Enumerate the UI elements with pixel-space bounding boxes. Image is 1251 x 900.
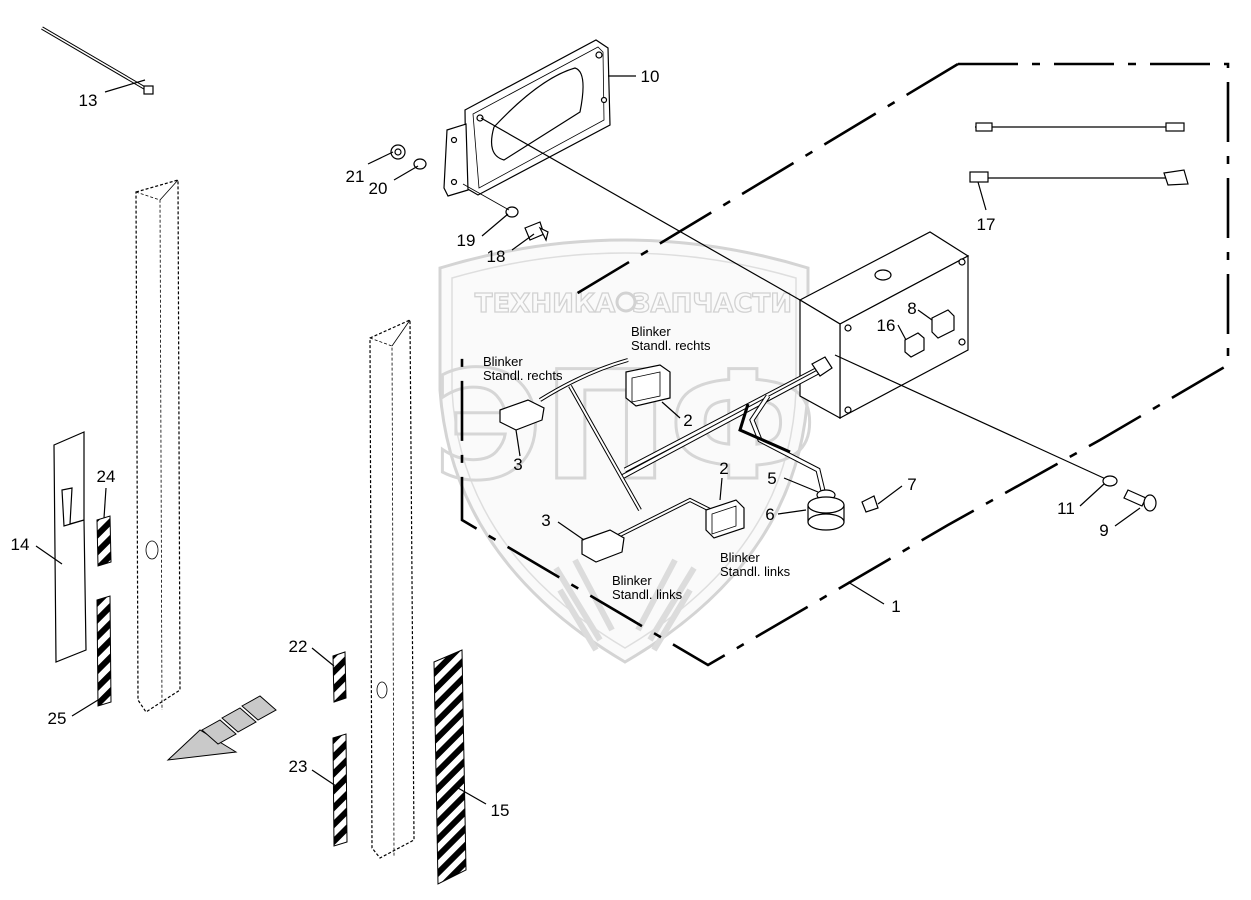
washer-11-screw-9 (1102, 475, 1157, 512)
decal-25 (96, 595, 112, 707)
callout-5: 5 (767, 469, 776, 488)
callout-8: 8 (907, 299, 916, 318)
caption-top-right-line1: Blinker (631, 324, 671, 339)
callout-11: 11 (1057, 499, 1075, 518)
callout-17: 17 (977, 215, 996, 234)
watermark-left-word: ТЕХНИКА (475, 289, 615, 319)
callout-22: 22 (289, 637, 308, 656)
profile-rail-middle (369, 319, 415, 859)
caption-top-right-line2: Standl. rechts (631, 338, 711, 353)
bracket-10 (443, 39, 611, 197)
callout-6: 6 (765, 505, 774, 524)
callout-9: 9 (1099, 521, 1108, 540)
callout-3-upper: 3 (513, 455, 522, 474)
relay-16 (904, 332, 925, 358)
caption-bottom-right-line1: Blinker (720, 550, 760, 565)
caption-left-right-line1: Blinker (483, 354, 523, 369)
cables-17 (969, 122, 1189, 186)
caption-bottom-left-line1: Blinker (612, 573, 652, 588)
callout-7: 7 (907, 475, 916, 494)
watermark-right-word: ЗАПЧАСТИ (632, 289, 792, 319)
callout-21: 21 (346, 167, 365, 186)
callout-25: 25 (48, 709, 67, 728)
wiring-harness (538, 356, 833, 542)
arrow-marker (166, 695, 277, 761)
callout-20: 20 (369, 179, 388, 198)
buzzer-5-6 (807, 489, 845, 531)
caption-bottom-left-line2: Standl. links (612, 587, 683, 602)
callout-2-upper: 2 (683, 411, 692, 430)
watermark-shield (438, 238, 810, 664)
callout-15: 15 (491, 801, 510, 820)
assembly-outline (460, 62, 1230, 667)
cable-tie-13 (41, 26, 154, 95)
caption-bottom-right-line2: Standl. links (720, 564, 791, 579)
callout-leaders (35, 75, 1141, 805)
callout-2-lower: 2 (719, 459, 728, 478)
decal-23 (332, 733, 348, 847)
fasteners-18-21 (390, 144, 549, 242)
callout-3-lower: 3 (541, 511, 550, 530)
profile-rail-left (135, 179, 181, 713)
callout-19: 19 (457, 231, 476, 250)
connectors (499, 364, 745, 563)
leader-lines (462, 117, 1109, 481)
callout-13: 13 (79, 91, 98, 110)
callout-1: 1 (891, 597, 900, 616)
decal-15 (433, 649, 467, 885)
relay-8 (931, 309, 955, 339)
callout-10: 10 (641, 67, 660, 86)
gear-icon (615, 291, 637, 313)
callout-16: 16 (877, 316, 896, 335)
callout-18: 18 (487, 247, 506, 266)
callout-14: 14 (11, 535, 30, 554)
screw-7 (861, 495, 879, 513)
callout-numbers: 13 10 21 20 19 18 17 8 16 2 3 2 5 6 7 3 … (11, 67, 1109, 820)
wheat-ornament (553, 558, 697, 652)
panel-14 (53, 431, 87, 663)
decal-24 (96, 515, 112, 567)
callout-23: 23 (289, 757, 308, 776)
callout-24: 24 (97, 467, 116, 486)
harness-captions: Blinker Standl. rechts Blinker Standl. r… (483, 324, 791, 602)
decal-22 (332, 651, 347, 703)
caption-left-right-line2: Standl. rechts (483, 368, 563, 383)
